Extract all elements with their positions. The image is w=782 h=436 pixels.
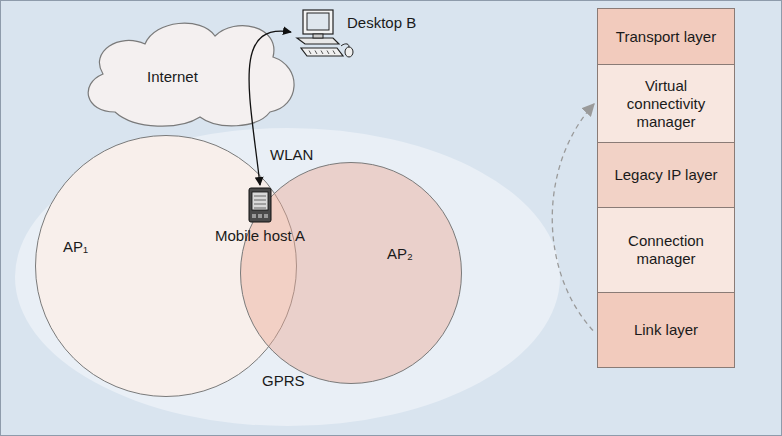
desktop-host: Desktop B (293, 6, 423, 68)
gprs-region: GPRS AP₁ Mobile host A AP₂ (15, 128, 560, 426)
access-point-cell: AP₂ (240, 162, 462, 384)
node-label: AP₁ (63, 238, 88, 256)
layer-label: Connection manager (598, 232, 734, 268)
node-label: Internet (147, 68, 198, 86)
protocol-layer: Transport layer (597, 8, 735, 65)
protocol-layer: Legacy IP layer (597, 143, 735, 208)
network-label: WLAN (270, 146, 313, 164)
node-label: Mobile host A (201, 227, 319, 245)
desktop-computer-icon (293, 8, 355, 60)
protocol-layer: Link layer (597, 293, 735, 368)
layer-label: Legacy IP layer (606, 166, 725, 184)
layer-label: Virtual connectivity manager (598, 77, 734, 131)
internet-cloud: Internet (75, 12, 305, 130)
protocol-layer: Virtual connectivity manager (597, 65, 735, 143)
node-label: Desktop B (347, 14, 416, 32)
protocol-layer: Connection manager (597, 208, 735, 293)
layer-label: Transport layer (608, 28, 724, 46)
node-label: GPRS (262, 372, 305, 390)
layer-label: Link layer (626, 321, 706, 339)
control-arrow (552, 104, 594, 331)
node-label: AP₂ (387, 245, 413, 263)
handheld-device-icon (247, 187, 273, 223)
